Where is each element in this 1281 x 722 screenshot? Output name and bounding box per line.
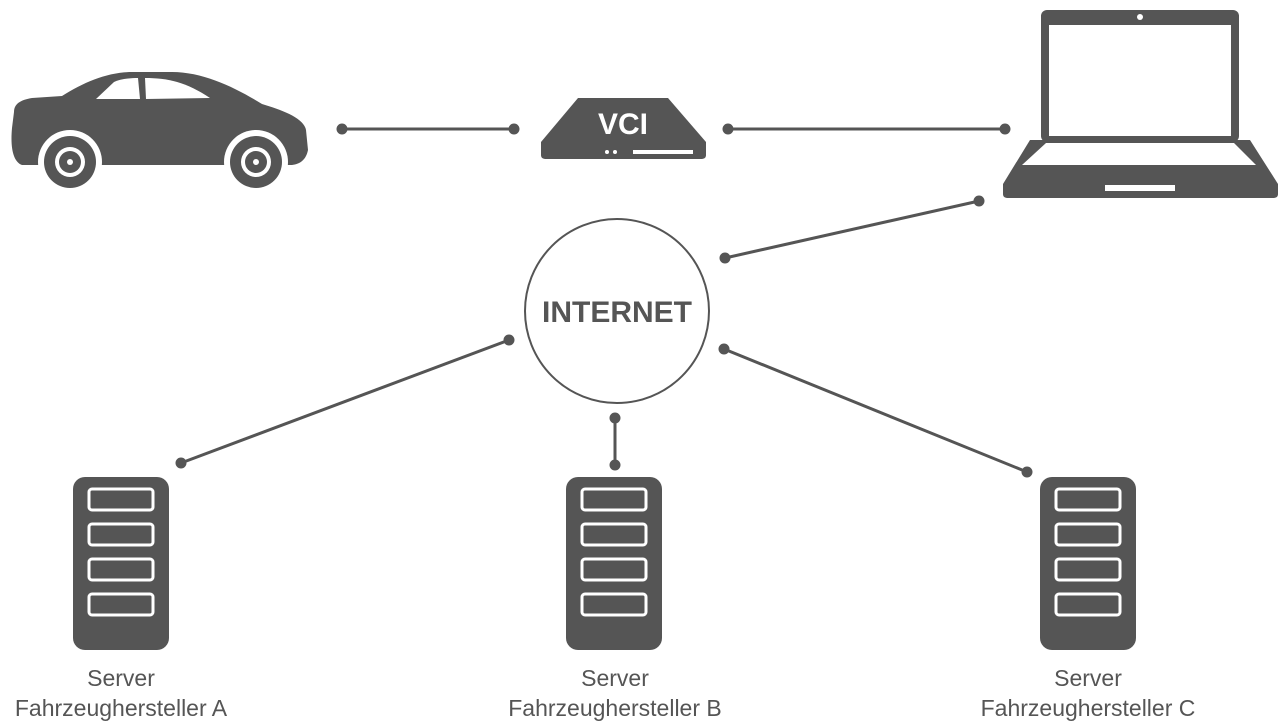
car-front-wheel [44,136,96,188]
connections [175,123,1033,478]
vci-label: VCI [598,108,648,141]
connector-laptop-internet [719,195,985,264]
laptop-keyboard [1022,143,1256,165]
car-rear-wheel [230,136,282,188]
server-a-label-line2: Fahrzeughersteller A [15,695,228,721]
connector-internet-server-a [175,334,515,469]
laptop-touchpad [1105,185,1175,191]
server-a-drives [87,487,155,617]
internet-circle [524,218,710,404]
server-a-icon [73,477,169,650]
server-b-drives [580,487,648,617]
laptop-display [1049,25,1231,136]
connector-internet-server-b [609,412,621,471]
server-a-label-line1: Server [87,665,155,691]
connector-car-vci [336,123,520,135]
car-icon [11,72,309,194]
vci-led-2 [613,150,617,154]
server-c-icon [1040,477,1136,650]
internet-label: INTERNET [542,296,692,329]
server-c-drives [1054,487,1122,617]
server-b-label-line1: Server [581,665,649,691]
laptop-camera [1137,14,1143,20]
vci-slot [633,150,693,154]
vci-led-1 [605,150,609,154]
connector-vci-laptop [722,123,1011,135]
server-b-icon [566,477,662,650]
internet-node: INTERNET [524,218,710,404]
server-c-label-line1: Server [1054,665,1122,691]
server-b-label-line2: Fahrzeughersteller B [508,695,722,721]
laptop-icon [1003,10,1278,198]
server-c-label-line2: Fahrzeughersteller C [981,695,1196,721]
connector-internet-server-c [718,343,1033,478]
vci-device-icon: VCI [541,98,706,159]
